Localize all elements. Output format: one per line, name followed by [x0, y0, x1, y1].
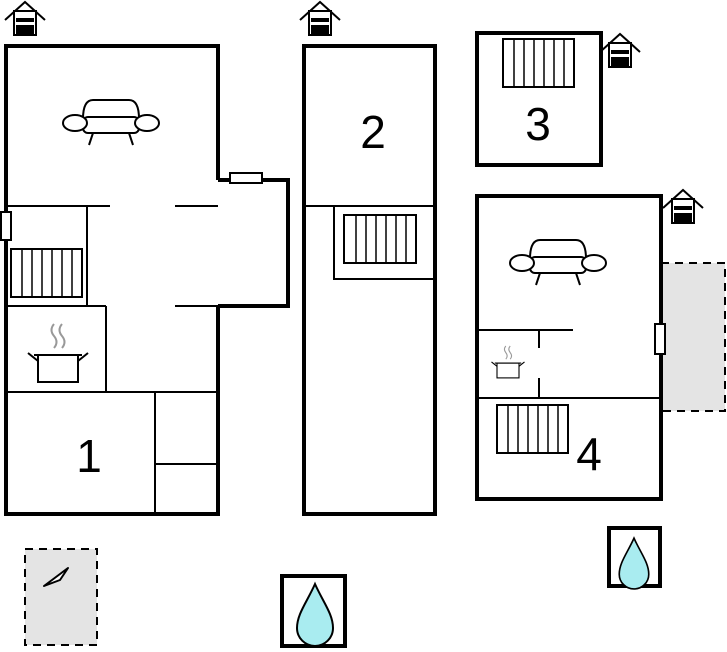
- unit-2: 2: [299, 1, 437, 516]
- pool-2: [607, 526, 662, 590]
- house-icon: [299, 1, 341, 36]
- house-icon: [662, 189, 704, 224]
- terrace-outdoor: [24, 548, 98, 646]
- bed-icon: [502, 38, 575, 88]
- unit-2-label: 2: [360, 106, 386, 158]
- bed-icon: [10, 248, 83, 298]
- window-icon: [229, 172, 263, 184]
- unit-4: 4: [475, 189, 726, 501]
- terrace-icon: [24, 548, 98, 646]
- house-icon: [599, 33, 641, 68]
- sofa-icon: [509, 239, 607, 286]
- cooking-pot-icon: [27, 323, 89, 383]
- house-icon: [4, 1, 46, 36]
- terrace-area: [660, 262, 726, 412]
- door-icon: [654, 323, 666, 355]
- bed-icon: [496, 404, 569, 454]
- cooking-pot-icon: [490, 345, 526, 379]
- door-icon: [0, 211, 12, 241]
- unit-1: 1: [0, 1, 290, 516]
- bed-icon: [343, 214, 417, 264]
- pool-1: [280, 574, 347, 648]
- unit-1-label: 1: [76, 430, 102, 482]
- unit-4-label: 4: [576, 428, 602, 480]
- unit-3-label: 3: [525, 98, 551, 150]
- sofa-icon: [62, 99, 160, 146]
- unit-3: 3: [475, 31, 641, 167]
